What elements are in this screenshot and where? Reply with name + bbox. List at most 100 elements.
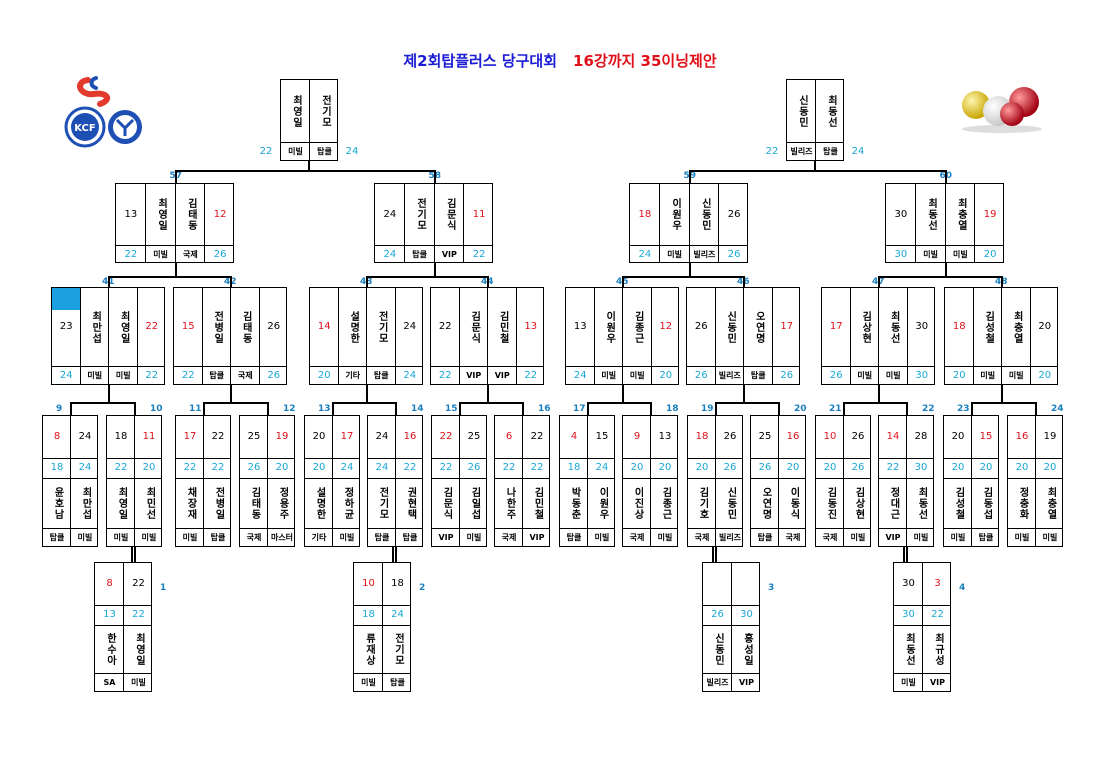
row-divider <box>43 458 97 459</box>
score: 19 <box>268 416 296 458</box>
value-text: 국제 <box>694 533 710 542</box>
row-divider <box>787 142 843 143</box>
player-name-text: 이동식 <box>788 486 799 520</box>
player-name-text: 김문식 <box>468 310 480 344</box>
player-name: 한수아 <box>95 625 124 673</box>
player-name-text: 최만섭 <box>89 310 101 344</box>
player-name-text: 신동민 <box>699 198 711 231</box>
bracket-line <box>459 402 461 415</box>
player-name: 오연명 <box>751 478 779 528</box>
box-divider <box>731 563 732 691</box>
value-text: 빌리즈 <box>718 371 741 380</box>
row-divider <box>432 478 486 479</box>
player-name: 전병일 <box>203 288 232 366</box>
row-divider <box>703 605 759 606</box>
value-text: 국제 <box>629 533 645 542</box>
player-name-text: 전기모 <box>377 486 388 520</box>
value-text: 26 <box>694 370 708 381</box>
row-divider <box>688 458 742 459</box>
bracket-line <box>134 402 136 415</box>
row-divider <box>107 528 161 529</box>
player-name: 최동선 <box>894 625 923 673</box>
value-text: 13 <box>658 431 672 442</box>
final-score-left: 22 <box>259 146 273 157</box>
club-label: 국제 <box>240 528 268 548</box>
score: 17 <box>333 416 361 458</box>
innings: 26 <box>716 458 744 478</box>
innings: 26 <box>751 458 779 478</box>
value-text: 22 <box>886 462 900 473</box>
value-text: 20 <box>786 462 800 473</box>
innings: 22 <box>879 458 907 478</box>
score: 19 <box>975 184 1005 245</box>
row-divider <box>107 478 161 479</box>
innings: 20 <box>305 458 333 478</box>
club-label: 미빌 <box>135 528 163 548</box>
row-divider <box>495 458 549 459</box>
innings: 20 <box>945 366 974 386</box>
player-name-text: 이원우 <box>669 198 681 231</box>
innings: 22 <box>431 366 460 386</box>
row-divider <box>375 245 492 246</box>
row-divider <box>495 528 549 529</box>
bracket-line <box>174 170 436 172</box>
club-label: 빌리즈 <box>787 142 816 161</box>
score: 13 <box>116 184 146 245</box>
row-divider <box>560 528 614 529</box>
score: 8 <box>95 563 124 605</box>
bracket-line <box>487 385 489 403</box>
innings: 22 <box>517 366 546 386</box>
value-text: 미빌 <box>87 371 103 380</box>
player-name-text: 김문식 <box>441 486 452 520</box>
value-text: 18 <box>391 578 404 589</box>
row-divider <box>176 458 230 459</box>
bracket-line <box>392 547 394 562</box>
value-text: 24 <box>573 370 587 381</box>
value-text: 미빌 <box>950 533 966 542</box>
value-text: 26 <box>247 462 261 473</box>
bracket-line <box>814 161 816 171</box>
club-label: 미빌 <box>109 366 138 386</box>
value-text: 미빌 <box>885 371 901 380</box>
player-name: 이원우 <box>595 288 624 366</box>
box-divider <box>587 416 588 546</box>
club-label: 미빌 <box>916 245 946 264</box>
box-divider <box>463 184 465 262</box>
value-text: 26 <box>267 370 281 381</box>
value-text: 16 <box>786 431 800 442</box>
value-text: 22 <box>502 462 516 473</box>
